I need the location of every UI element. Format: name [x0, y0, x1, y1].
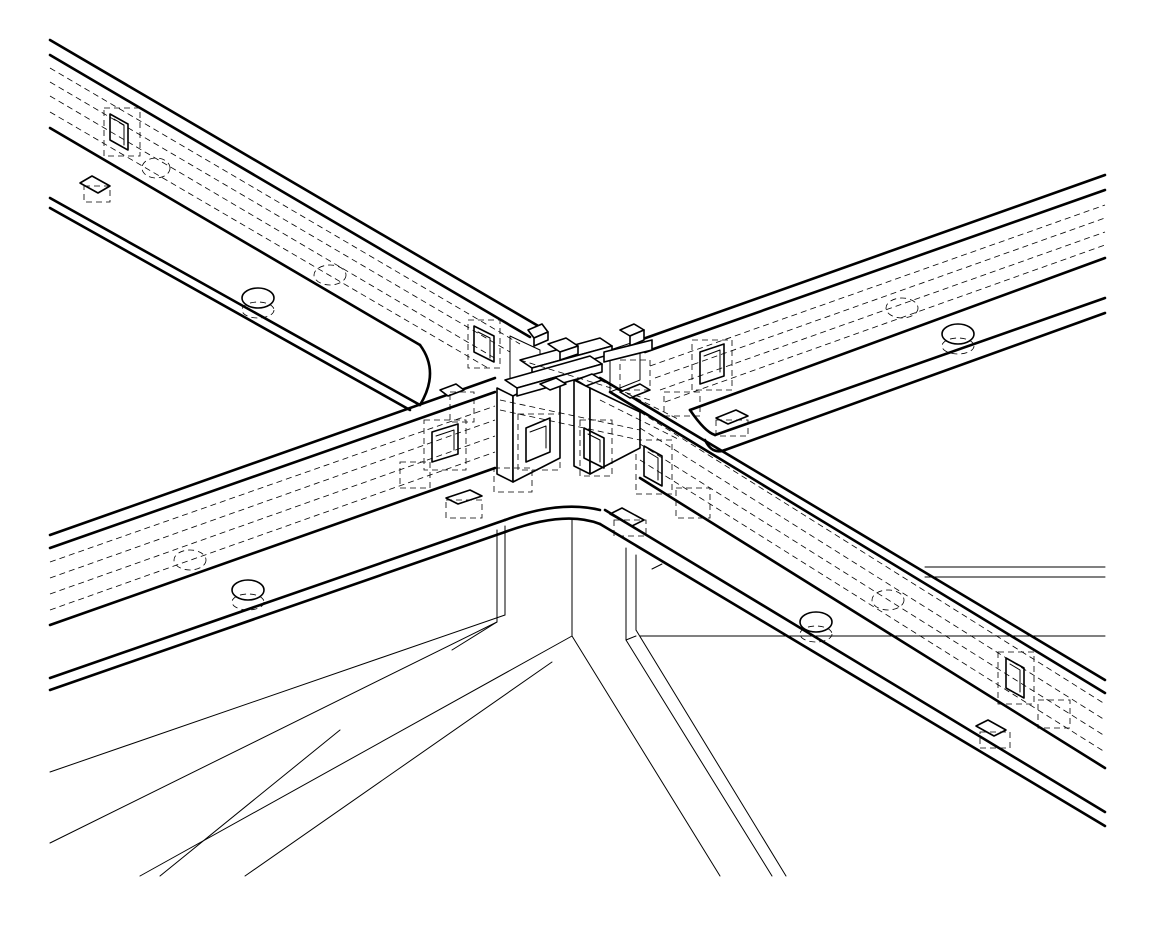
- beam-lower-right: [598, 376, 1107, 828]
- beam-upper-right: [638, 173, 1107, 452]
- central-joint: [439, 323, 701, 493]
- corner-fillets: [418, 343, 727, 534]
- beam-lower-left: [48, 376, 507, 692]
- lower-frame: [49, 519, 1106, 877]
- beam-upper-left: [48, 38, 542, 412]
